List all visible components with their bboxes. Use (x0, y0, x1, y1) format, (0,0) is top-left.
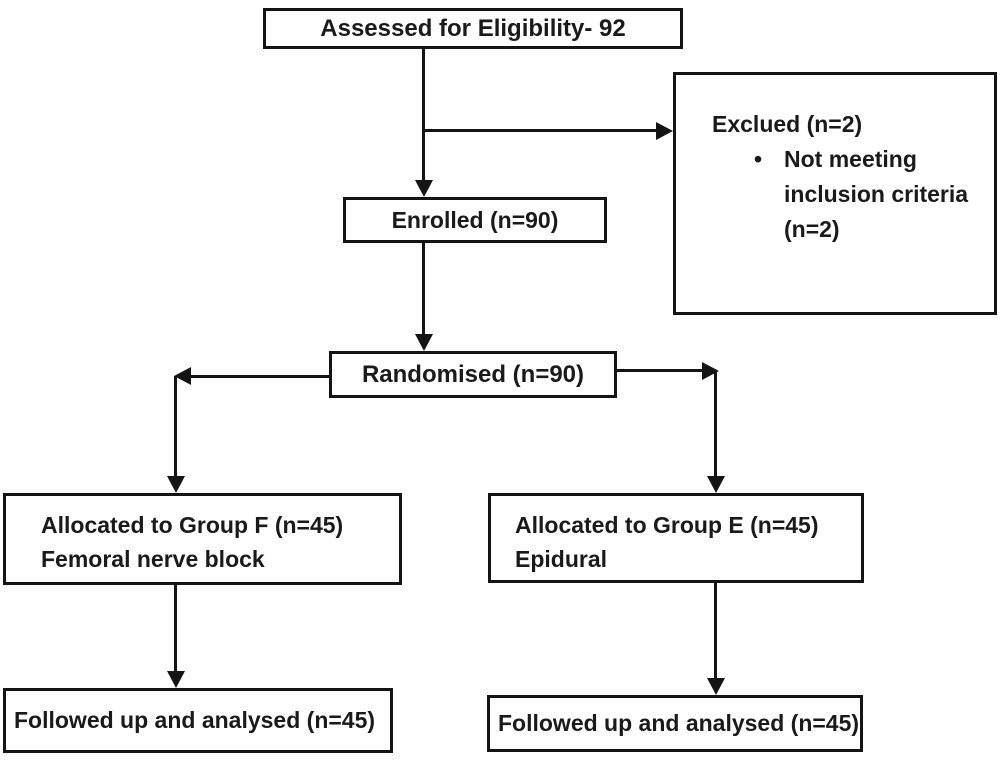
box-followup-group-e: Followed up and analysed (n=45) (487, 695, 863, 752)
assessed-label: Assessed for Eligibility- 92 (320, 14, 626, 42)
arrowhead-down-group-f-icon (167, 476, 185, 493)
box-followup-group-f: Followed up and analysed (n=45) (3, 688, 393, 753)
arrowhead-down-followup-e-icon (707, 678, 725, 695)
allocated-e-line2: Epidural (515, 546, 608, 572)
arrowhead-right-excluded-icon (656, 122, 673, 140)
connector-enrolled-randomised-line (422, 243, 425, 334)
allocated-f-line1: Allocated to Group F (n=45) (41, 512, 344, 538)
allocated-e-line1: Allocated to Group E (n=45) (515, 512, 819, 538)
box-allocated-group-f: Allocated to Group F (n=45) Femoral nerv… (3, 493, 402, 585)
randomised-label: Randomised (n=90) (361, 360, 585, 388)
arrowhead-down-randomised-icon (415, 334, 433, 351)
followup-f-label: Followed up and analysed (n=45) (14, 707, 376, 733)
connector-excluded-line (422, 129, 656, 132)
excluded-bullet-item: • Not meeting inclusion criteria (n=2) (754, 142, 986, 247)
box-excluded: Exclued (n=2) • Not meeting inclusion cr… (673, 72, 997, 315)
connector-assessed-enrolled-line (422, 49, 425, 180)
box-randomised: Randomised (n=90) (329, 351, 617, 398)
arrowhead-down-group-e-icon (707, 476, 725, 493)
arrowhead-down-followup-f-icon (167, 671, 185, 688)
box-allocated-group-e: Allocated to Group E (n=45) Epidural (488, 493, 864, 583)
connector-left-branch-vertical (174, 376, 177, 476)
connector-group-e-followup-line (714, 583, 717, 678)
allocated-f-line2: Femoral nerve block (41, 546, 265, 572)
followup-e-label: Followed up and analysed (n=45) (498, 710, 860, 736)
enrolled-label: Enrolled (n=90) (391, 206, 559, 233)
arrowhead-left-branch-icon (174, 367, 191, 385)
connector-right-branch-vertical (714, 371, 717, 476)
excluded-title: Exclued (n=2) (712, 111, 863, 137)
connector-group-f-followup-line (174, 585, 177, 672)
excluded-bullet-text: Not meeting inclusion criteria (n=2) (784, 146, 969, 242)
connector-randomised-left-horizontal (190, 375, 329, 378)
arrowhead-down-enrolled-icon (415, 180, 433, 197)
connector-randomised-right-horizontal (617, 369, 703, 372)
box-enrolled: Enrolled (n=90) (343, 197, 607, 243)
bullet-icon: • (754, 146, 763, 172)
box-assessed-eligibility: Assessed for Eligibility- 92 (263, 8, 683, 49)
